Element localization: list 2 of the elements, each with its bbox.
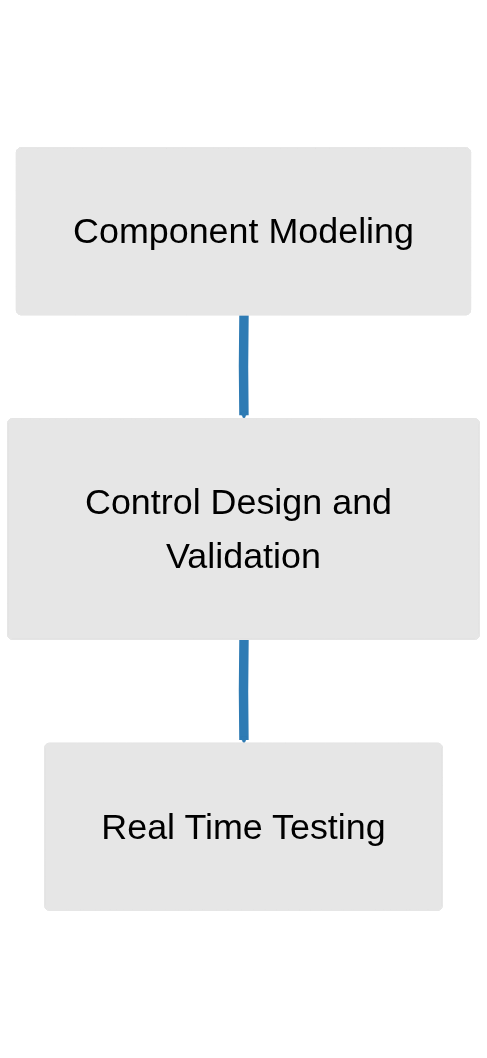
arrow — [238, 639, 249, 745]
arrow — [238, 315, 249, 420]
